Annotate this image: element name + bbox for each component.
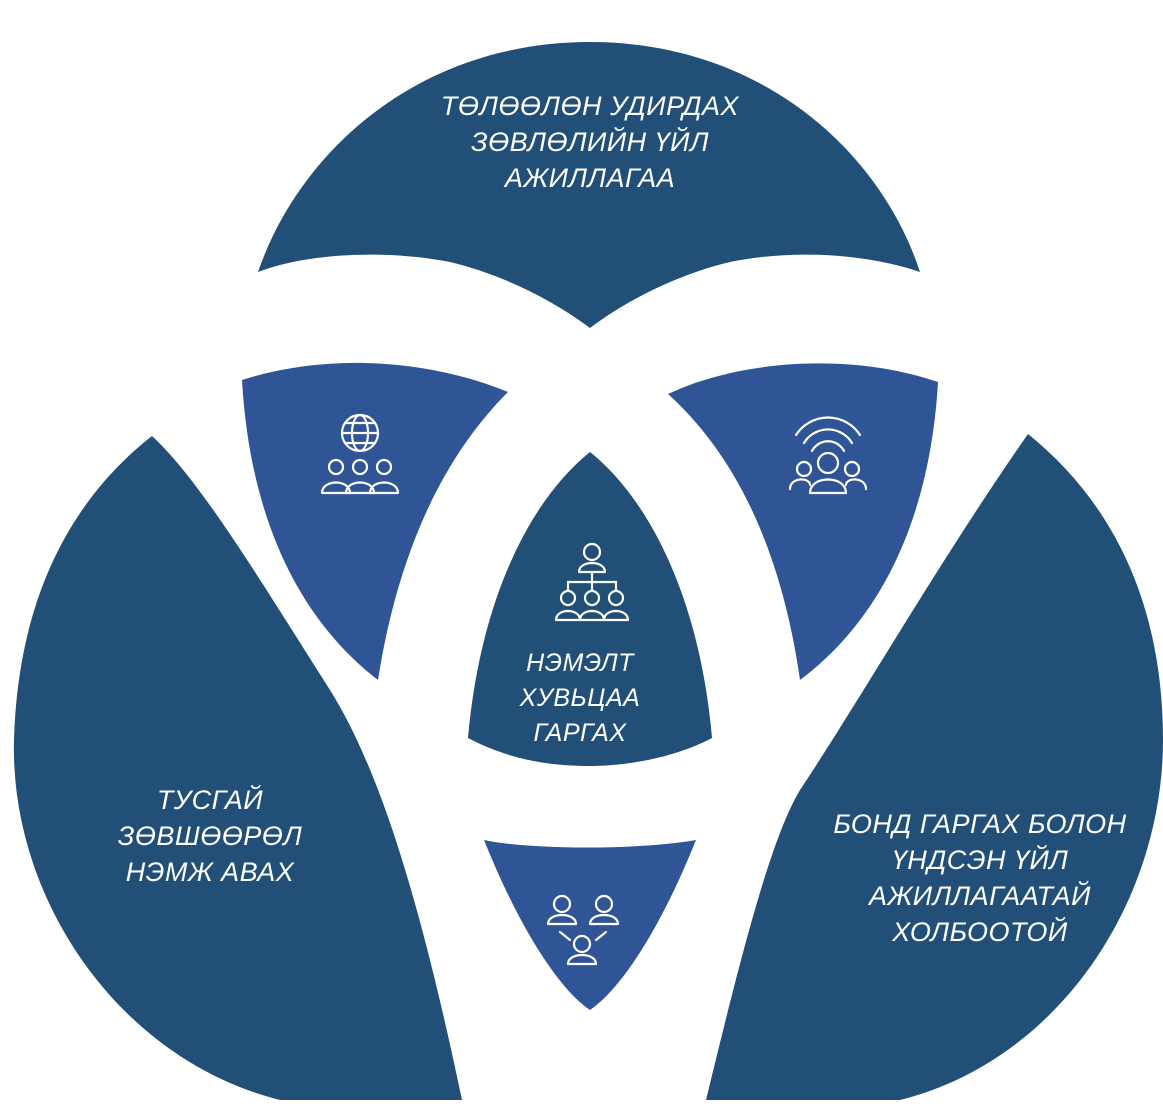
top-petal	[258, 42, 920, 328]
right-label-line: ҮНДСЭН ҮЙЛ	[891, 845, 1069, 875]
right-label-line: ХОЛБООТОЙ	[892, 917, 1068, 947]
upper-right-petal	[668, 363, 938, 680]
broadcast-group-icon	[788, 416, 868, 495]
right-label-line: БОНД ГАРГАХ БОЛОН	[833, 809, 1127, 839]
top-label: ТӨЛӨӨЛӨН УДИРДАХ ЗӨВЛӨЛИЙН ҮЙЛ АЖИЛЛАГАА	[380, 88, 800, 196]
right-label: БОНД ГАРГАХ БОЛОН ҮНДСЭН ҮЙЛ АЖИЛЛАГААТА…	[800, 806, 1160, 950]
center-petal	[468, 452, 712, 766]
center-label-line: ХУВЬЦАА	[519, 684, 641, 712]
people-network-icon	[546, 894, 620, 966]
center-label-line: НЭМЭЛТ	[526, 649, 634, 677]
right-label-line: АЖИЛЛАГААТАЙ	[869, 881, 1091, 911]
left-label-line: ТУСГАЙ	[156, 785, 264, 815]
left-label-line: ЗӨВШӨӨРӨЛ	[117, 821, 303, 851]
left-label: ТУСГАЙ ЗӨВШӨӨРӨЛ НЭМЖ АВАХ	[60, 782, 360, 890]
center-label: НЭМЭЛТ ХУВЬЦАА ГАРГАХ	[480, 646, 680, 751]
org-chart-icon	[554, 542, 630, 622]
left-petal	[13, 436, 462, 1100]
top-label-line: АЖИЛЛАГАА	[504, 163, 676, 193]
center-label-line: ГАРГАХ	[533, 719, 627, 747]
globe-group-icon	[320, 413, 400, 495]
top-label-line: ТӨЛӨӨЛӨН УДИРДАХ	[440, 91, 740, 121]
upper-left-petal	[242, 362, 508, 680]
right-petal	[706, 434, 1163, 1100]
top-label-line: ЗӨВЛӨЛИЙН ҮЙЛ	[471, 127, 709, 157]
left-label-line: НЭМЖ АВАХ	[125, 857, 295, 887]
